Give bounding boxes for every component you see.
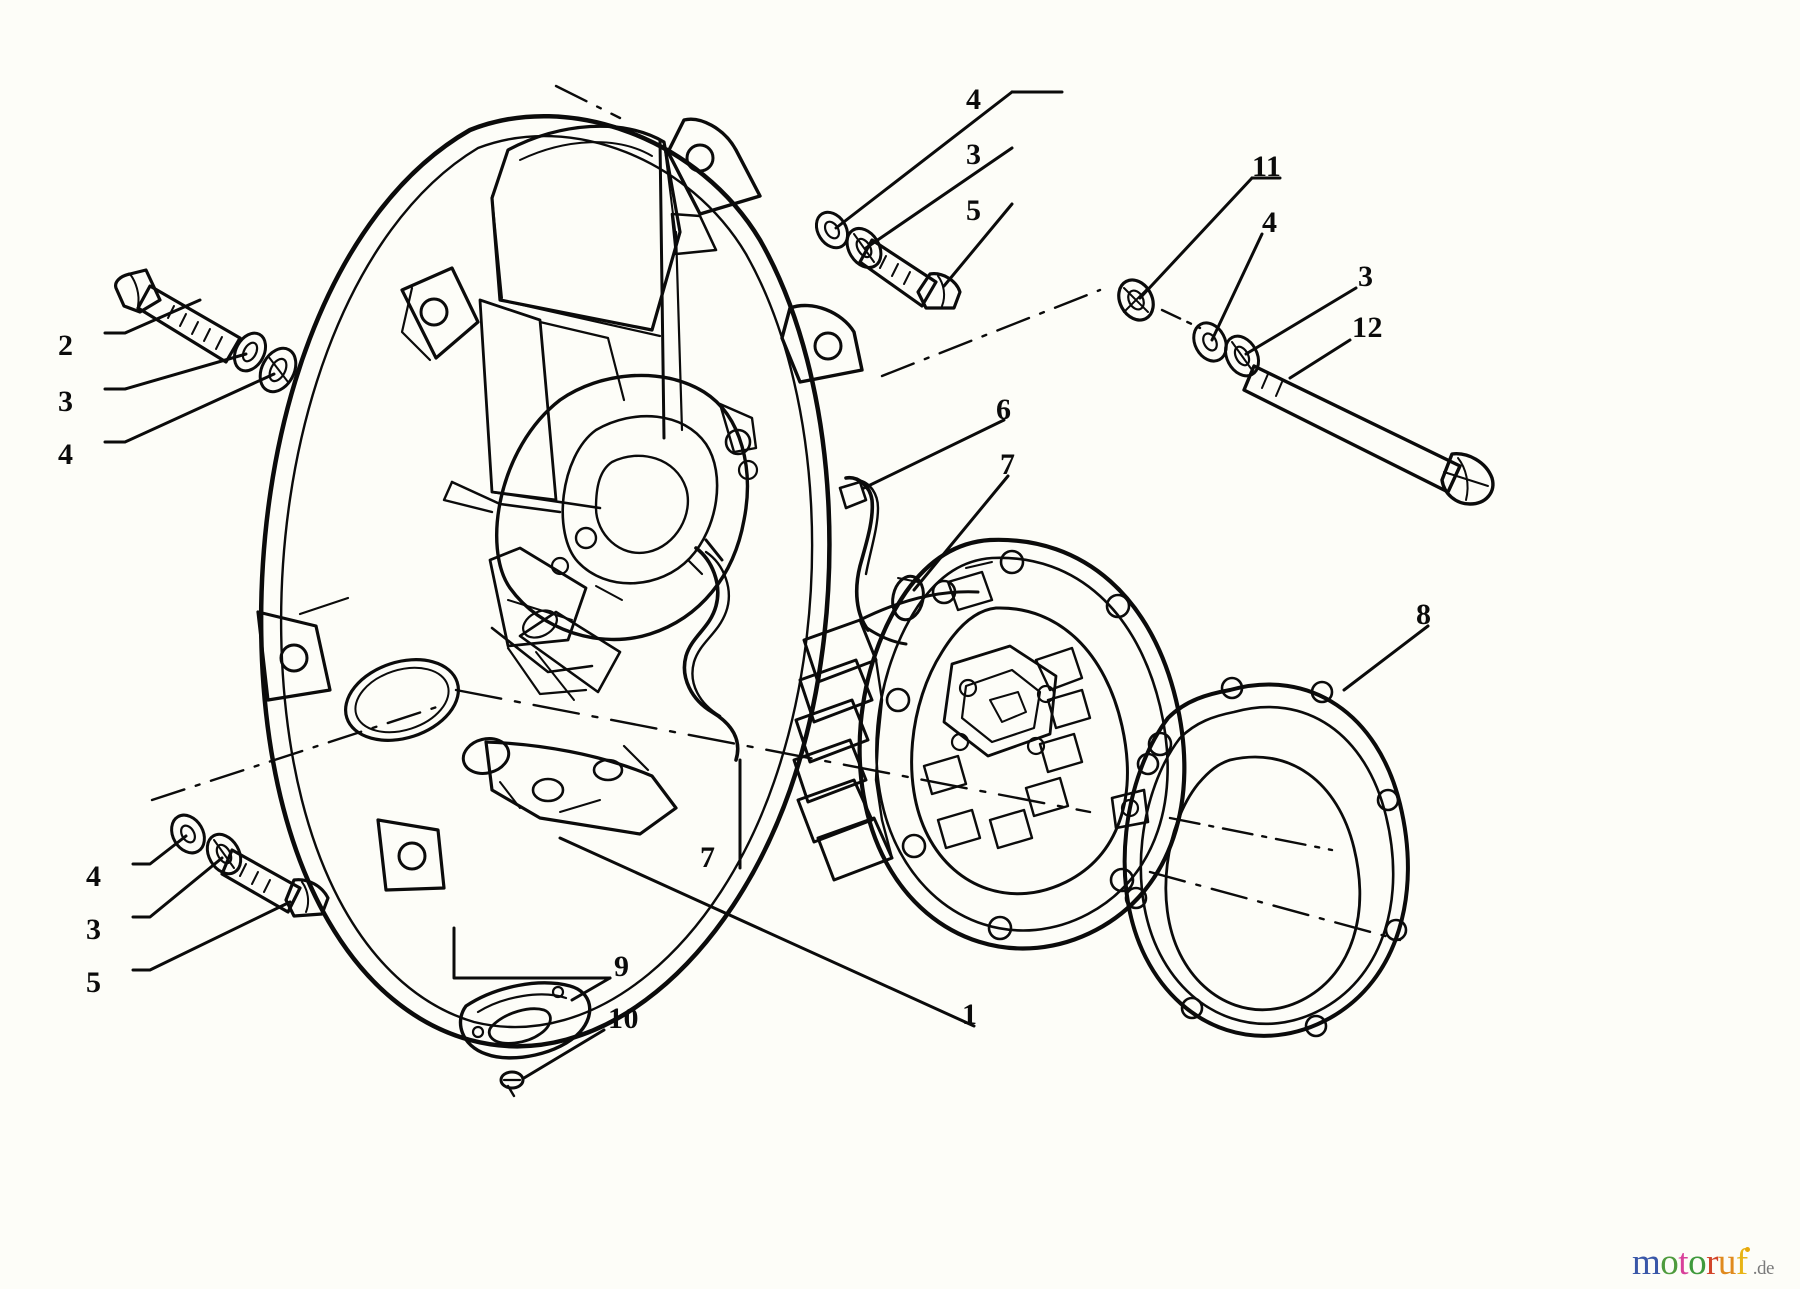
callout-3-right: 3 <box>1358 262 1374 292</box>
callout-3-lower: 3 <box>86 915 102 945</box>
callout-number: 2 <box>58 329 74 362</box>
callout-12: 12 <box>1352 313 1383 343</box>
callout-4-right: 4 <box>1262 208 1278 238</box>
callout-number: 5 <box>86 966 102 999</box>
logo-letter: f <box>1735 1242 1748 1283</box>
motoruf-de-logo: motoruf.de <box>1632 1244 1774 1281</box>
callout-number: 4 <box>58 438 74 471</box>
callout-number: 11 <box>1252 150 1282 183</box>
callout-4-top: 4 <box>966 85 982 115</box>
callout-10: 10 <box>608 1004 639 1034</box>
callout-number: 4 <box>86 860 102 893</box>
logo-letter: r <box>1706 1242 1718 1283</box>
callout-number: 3 <box>1358 260 1374 293</box>
logo-letter: t <box>1678 1242 1689 1283</box>
callout-4-left: 4 <box>58 440 74 470</box>
callout-number: 3 <box>58 385 74 418</box>
callout-number: 10 <box>608 1002 639 1035</box>
callout-number: 6 <box>996 393 1012 426</box>
callout-7-lower: 7 <box>700 843 716 873</box>
callout-number: 7 <box>1000 448 1016 481</box>
callout-11: 11 <box>1252 152 1281 182</box>
callout-number: 8 <box>1416 598 1432 631</box>
logo-letter: o <box>1660 1242 1679 1283</box>
callout-6: 6 <box>996 395 1012 425</box>
callout-3-top: 3 <box>966 140 982 170</box>
logo-letter: o <box>1688 1242 1707 1283</box>
callout-4-lower: 4 <box>86 862 102 892</box>
logo-dot-accent <box>1744 1247 1750 1252</box>
logo-suffix: .de <box>1752 1258 1775 1279</box>
logo-letter: m <box>1632 1242 1661 1283</box>
callout-7-upper: 7 <box>1000 450 1016 480</box>
logo-letter: u <box>1717 1242 1737 1283</box>
callout-1: 1 <box>962 1000 978 1030</box>
callout-number: 9 <box>614 950 630 983</box>
callout-number: 3 <box>86 913 102 946</box>
callout-number: 3 <box>966 138 982 171</box>
callout-5-top: 5 <box>966 196 982 226</box>
callout-number: 4 <box>966 83 982 116</box>
callout-number: 12 <box>1352 311 1383 344</box>
callout-number: 5 <box>966 194 982 227</box>
callout-9: 9 <box>614 952 630 982</box>
callout-3-left: 3 <box>58 387 74 417</box>
callout-number: 1 <box>962 998 978 1031</box>
callout-5-lower: 5 <box>86 968 102 998</box>
callout-number: 7 <box>700 841 716 874</box>
callout-8: 8 <box>1416 600 1432 630</box>
callout-2: 2 <box>58 331 74 361</box>
callout-number: 4 <box>1262 206 1278 239</box>
